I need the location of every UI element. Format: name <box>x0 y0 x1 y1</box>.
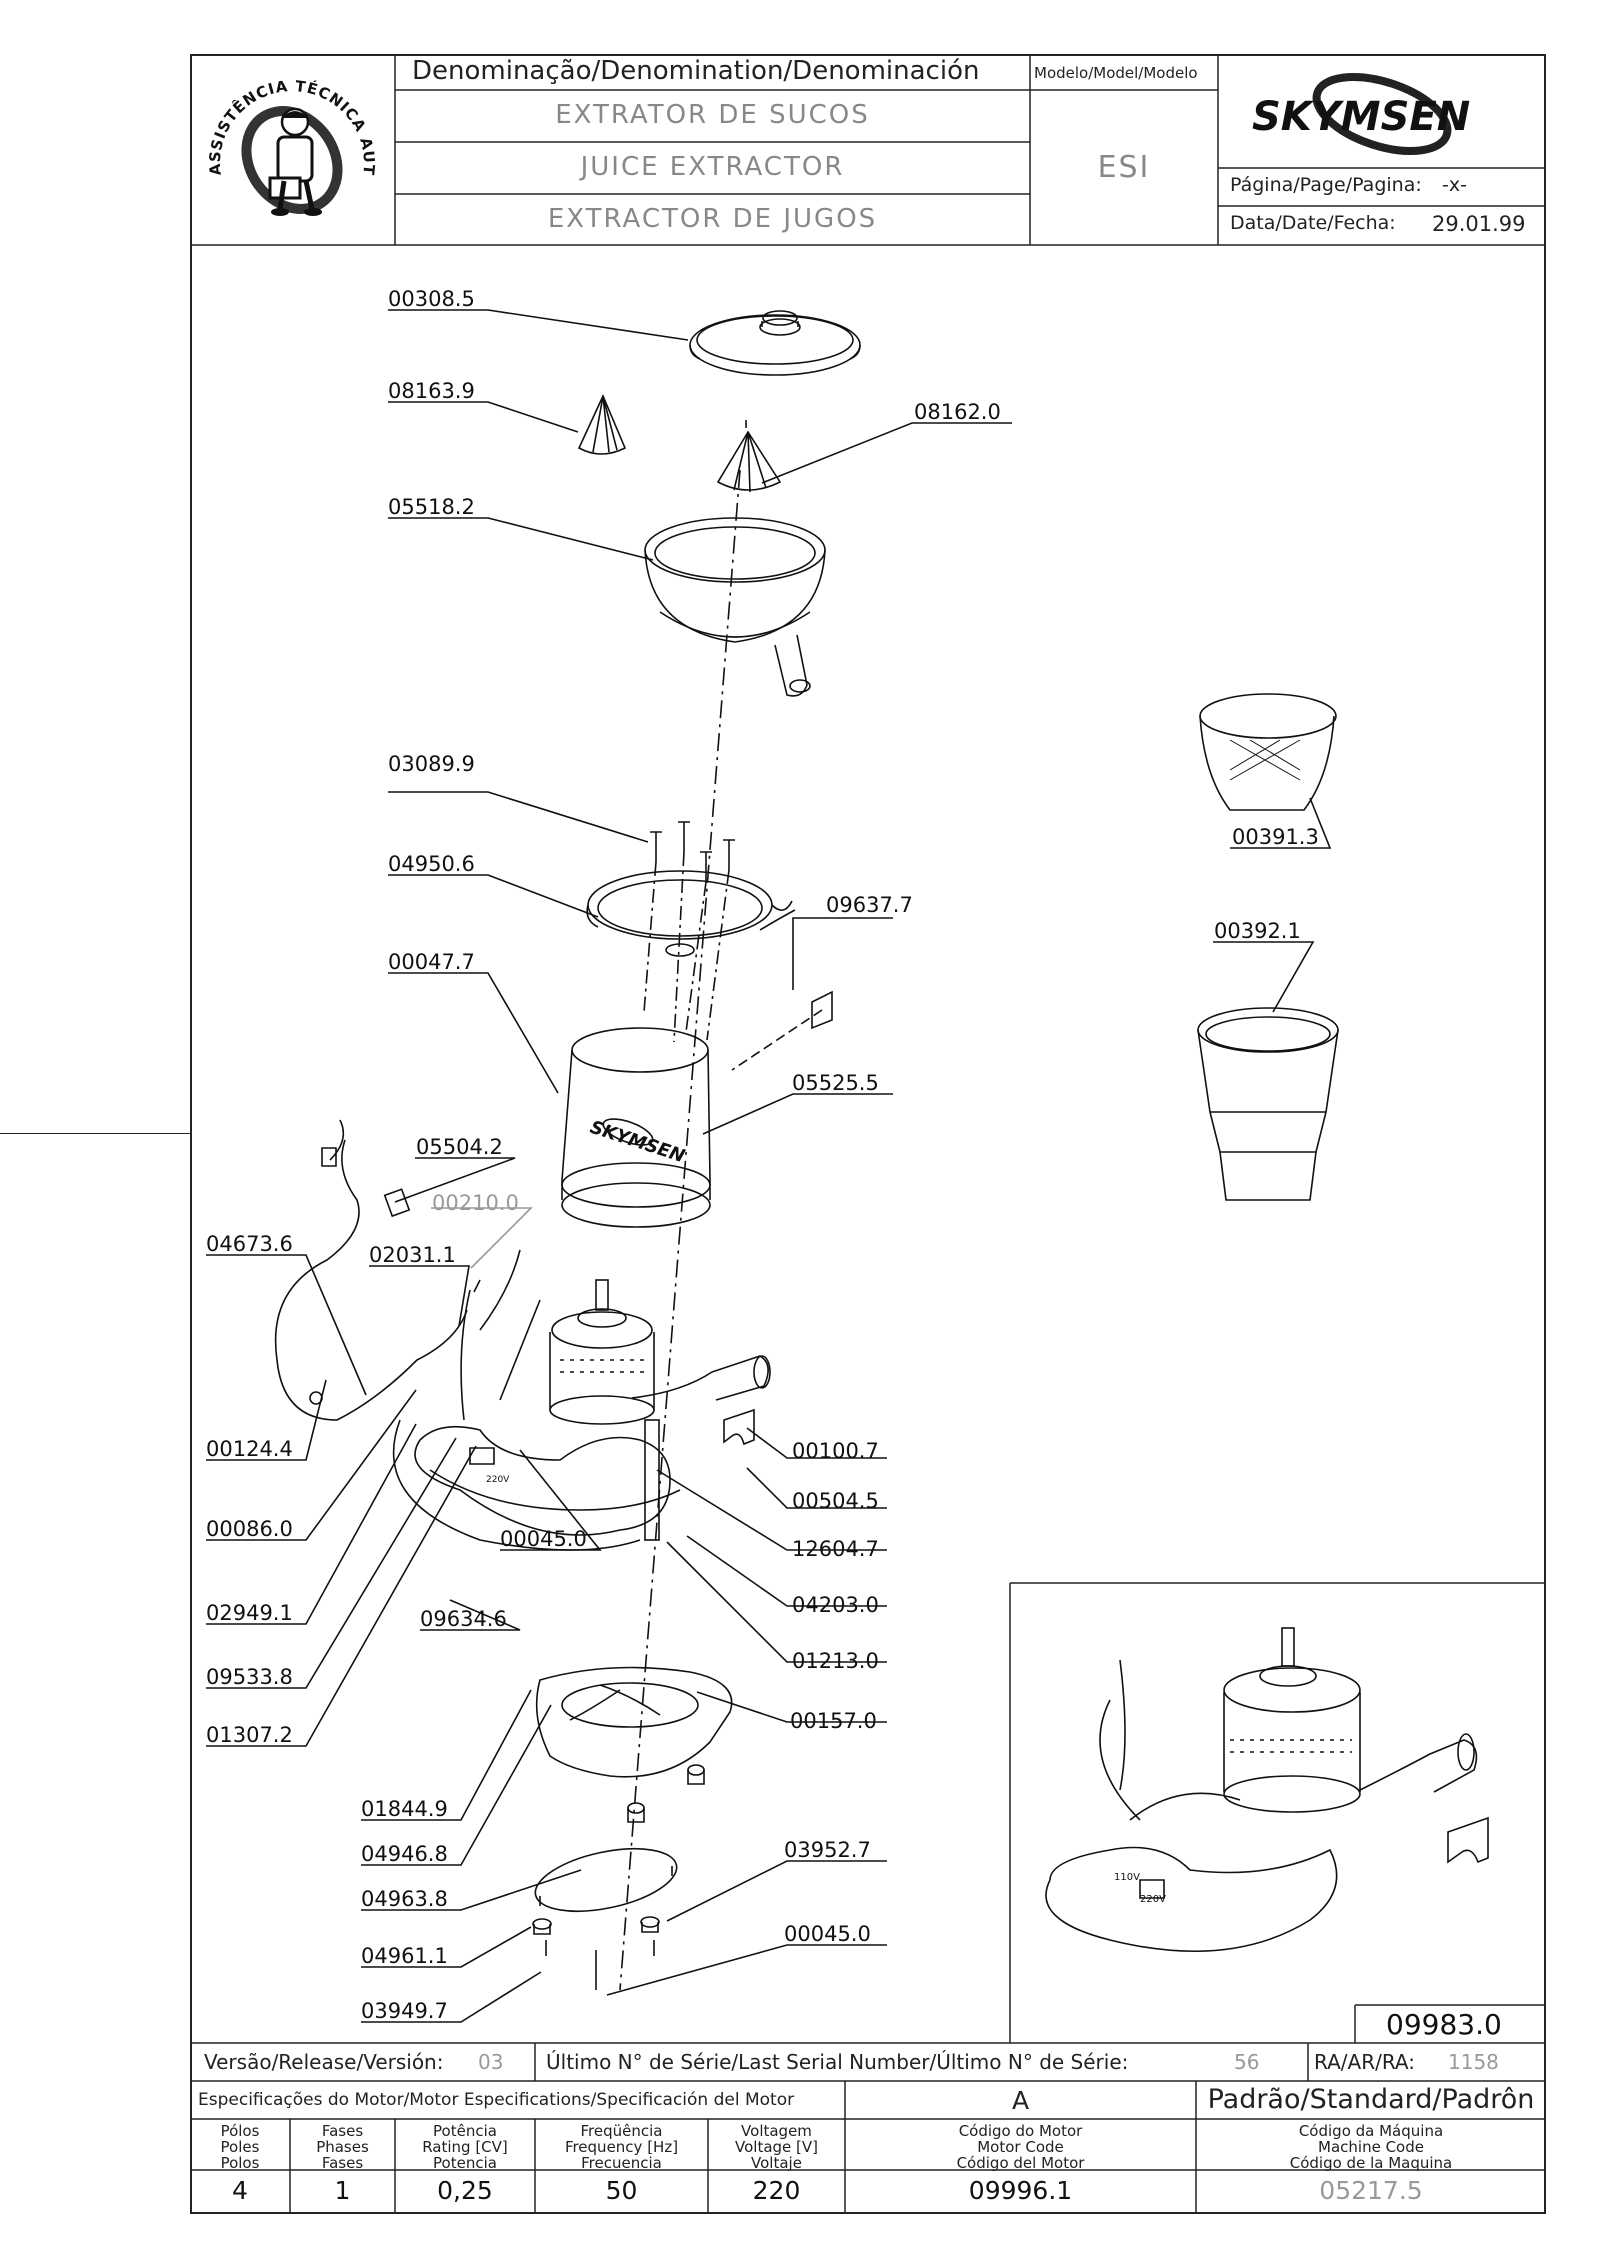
name-es: EXTRACTOR DE JUGOS <box>547 204 878 234</box>
authorized-service-seal: ASSISTÊNCIA TÉCNICA AUTORIZADA <box>200 60 377 216</box>
callout-00100-7: 00100.7 <box>792 1439 879 1463</box>
page-value: -x- <box>1442 174 1467 196</box>
callout-00157-0: 00157.0 <box>790 1709 877 1733</box>
sticker-part <box>383 1188 411 1218</box>
callout-09634-6: 09634.6 <box>420 1607 507 1631</box>
brand-name: SKYMSEN <box>1252 94 1470 140</box>
machine-code-label: Código da Máquina Machine Code Código de… <box>1289 2122 1453 2172</box>
callout-04946-8: 04946.8 <box>361 1842 448 1866</box>
motor-code-label: Código do Motor Motor Code Código del Mo… <box>956 2122 1085 2172</box>
callout-09533-8: 09533.8 <box>206 1665 293 1689</box>
housing-part <box>561 1027 711 1228</box>
callout-08162-0: 08162.0 <box>914 400 1001 424</box>
callout-00086-0: 00086.0 <box>206 1517 293 1541</box>
callout-00210-0: 00210.0 <box>432 1191 519 1215</box>
name-pt: EXTRATOR DE SUCOS <box>555 100 870 130</box>
date-value: 29.01.99 <box>1432 212 1526 236</box>
motor-spec-label: Especificações do Motor/Motor Especifica… <box>198 2090 795 2110</box>
model-value: ESI <box>1097 150 1151 185</box>
wiring-220v: 220V <box>1140 1894 1166 1905</box>
callout-00045-0-bottom: 00045.0 <box>784 1922 871 1946</box>
margin-line <box>0 1133 190 1134</box>
callout-05518-2: 05518.2 <box>388 495 475 519</box>
denomination-label: Denominação/Denomination/Denominación <box>412 56 980 86</box>
callout-04673-6: 04673.6 <box>206 1232 293 1256</box>
serial-label: Último N° de Série/Last Serial Number/Úl… <box>546 2050 1129 2074</box>
callout-04950-6: 04950.6 <box>388 852 475 876</box>
callout-03089-9: 03089.9 <box>388 752 475 776</box>
callout-00392-1: 00392.1 <box>1214 919 1301 943</box>
date-label: Data/Date/Fecha: <box>1230 212 1396 234</box>
sheet-border <box>190 54 1546 2214</box>
capacitor-clamp <box>723 1408 755 1446</box>
poles-value: 4 <box>232 2176 248 2205</box>
top-cover-part <box>586 870 796 957</box>
bottom-plate-part <box>532 1847 678 1990</box>
callout-05525-5: 05525.5 <box>792 1071 879 1095</box>
terminal-block <box>469 1447 495 1465</box>
motor-code-value: 09996.1 <box>968 2176 1073 2205</box>
base-part <box>414 1419 681 1541</box>
release-value: 03 <box>478 2050 504 2074</box>
foot-base-part <box>535 1666 733 1823</box>
voltage-label: Voltagem Voltage [V] Voltaje <box>735 2122 818 2172</box>
callout-00047-7: 00047.7 <box>388 950 475 974</box>
capacitor-part <box>631 1355 771 1401</box>
model-label: Modelo/Model/Modelo <box>1034 64 1198 82</box>
reamer-small <box>577 394 627 455</box>
lid-part <box>689 310 861 376</box>
callout-04963-8: 04963.8 <box>361 1887 448 1911</box>
callout-00124-4: 00124.4 <box>206 1437 293 1461</box>
callout-01307-2: 01307.2 <box>206 1723 293 1747</box>
ra-label: RA/AR/RA: <box>1314 2050 1415 2074</box>
motor-spec-value: A <box>1011 2086 1030 2115</box>
name-en: JUICE EXTRACTOR <box>580 152 845 182</box>
page-label: Página/Page/Pagina: <box>1230 174 1422 196</box>
callout-01213-0: 01213.0 <box>792 1649 879 1673</box>
callout-02949-1: 02949.1 <box>206 1601 293 1625</box>
release-label: Versão/Release/Versión: <box>204 2050 444 2074</box>
callout-04961-1: 04961.1 <box>361 1944 448 1968</box>
callout-00308-5: 00308.5 <box>388 287 475 311</box>
callout-03952-7: 03952.7 <box>784 1838 871 1862</box>
callout-00391-3: 00391.3 <box>1232 825 1319 849</box>
frequency-label: Freqüência Frequency [Hz] Frecuencia <box>564 2122 679 2172</box>
rating-label: Potência Rating [CV] Potencia <box>422 2122 508 2172</box>
serial-value: 56 <box>1234 2050 1260 2074</box>
standard-label: Padrão/Standard/Padrôn <box>1207 2084 1535 2115</box>
wiring-110v: 110V <box>1114 1872 1140 1883</box>
callout-12604-7: 12604.7 <box>792 1537 879 1561</box>
machine-code-value: 05217.5 <box>1319 2176 1423 2205</box>
callout-08163-9: 08163.9 <box>388 379 475 403</box>
phases-value: 1 <box>334 2176 351 2205</box>
label-part <box>811 990 833 1030</box>
ra-value: 1158 <box>1448 2050 1499 2074</box>
callout-02031-1: 02031.1 <box>369 1243 456 1267</box>
poles-label: Pólos Poles Polos <box>220 2122 260 2172</box>
callout-04203-0: 04203.0 <box>792 1593 879 1617</box>
motor-part <box>549 1279 655 1425</box>
cup-part <box>1197 1007 1339 1201</box>
brand-logo: SKYMSEN <box>1252 73 1470 155</box>
filter-basket-part <box>1199 693 1337 811</box>
rating-value: 0,25 <box>437 2176 493 2205</box>
frequency-value: 50 <box>605 2176 638 2205</box>
callout-01844-9: 01844.9 <box>361 1797 448 1821</box>
phases-label: Fases Phases Fases <box>316 2122 369 2172</box>
callout-05504-2: 05504.2 <box>416 1135 503 1159</box>
callout-00045-0-top: 00045.0 <box>500 1527 587 1551</box>
callout-03949-7: 03949.7 <box>361 1999 448 2023</box>
inset-motor-detail <box>1045 1627 1489 1952</box>
callout-09637-7: 09637.7 <box>826 893 913 917</box>
callout-00504-5: 00504.5 <box>792 1489 879 1513</box>
juice-bowl-part <box>644 517 826 697</box>
reamer-large <box>716 420 782 493</box>
inset-label: 09983.0 <box>1386 2008 1502 2041</box>
base-wiring-220v: 220V <box>486 1475 510 1485</box>
voltage-value: 220 <box>752 2176 801 2205</box>
